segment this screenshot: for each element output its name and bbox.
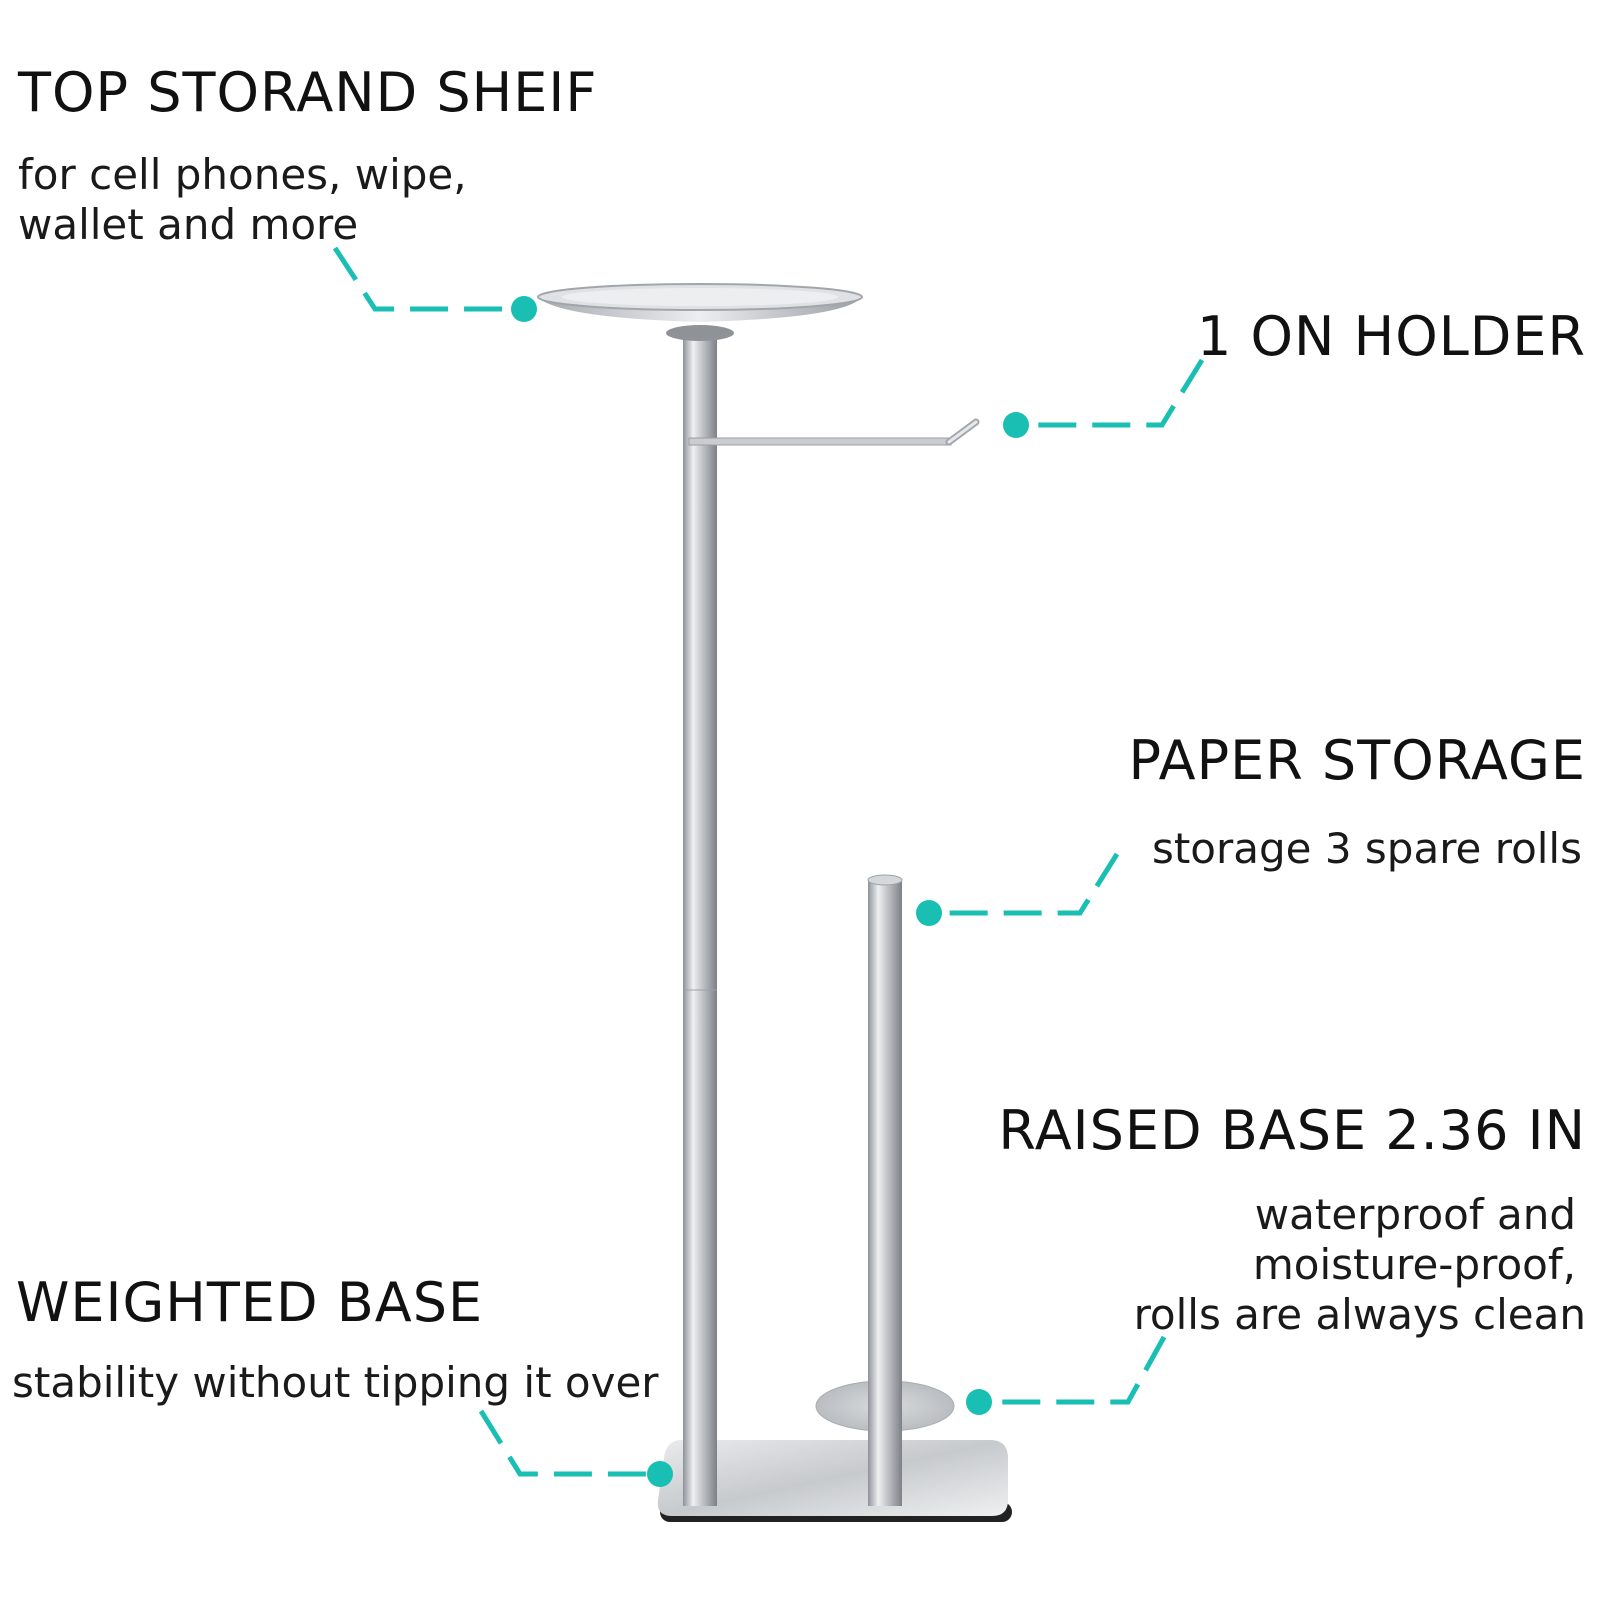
shelf-leader-line [332, 246, 515, 312]
holder-callout-dot [1003, 412, 1029, 438]
storage-leader-line [935, 852, 1120, 916]
raised-callout-title: RAISED BASE 2.36 IN [998, 1099, 1586, 1162]
raised-leader-line [985, 1335, 1167, 1405]
top-shelf-dish [537, 283, 863, 341]
weighted-leader-line [478, 1409, 655, 1477]
shelf-callout-line-2: wallet and more [18, 200, 359, 249]
storage-callout-line-1: storage 3 spare rolls [1151, 824, 1582, 873]
main-pole [683, 326, 717, 1506]
raised-callout-line-2: moisture-proof, [1252, 1240, 1576, 1289]
shelf-callout-line-1: for cell phones, wipe, [18, 150, 467, 199]
holder-leader-line [1018, 358, 1205, 428]
storage-callout-dot [916, 900, 942, 926]
holder-callout-title: 1 ON HOLDER [1197, 305, 1586, 368]
weighted-base-plate [657, 1440, 1012, 1522]
raised-callout-line-3: rolls are always clean [1133, 1290, 1586, 1339]
shelf-callout-dot [511, 296, 537, 322]
storage-callout-title: PAPER STORAGE [1128, 729, 1586, 792]
shelf-callout-title: TOP STORAND SHEIF [18, 61, 598, 124]
storage-pole [815, 874, 955, 1506]
roll-holder-arm [688, 418, 980, 446]
raised-callout-dot [966, 1389, 992, 1415]
weighted-callout-line-1: stability without tipping it over [12, 1358, 659, 1407]
raised-callout-line-1: waterproof and [1254, 1190, 1576, 1239]
weighted-callout-dot [647, 1461, 673, 1487]
weighted-callout-title: WEIGHTED BASE [16, 1271, 484, 1334]
